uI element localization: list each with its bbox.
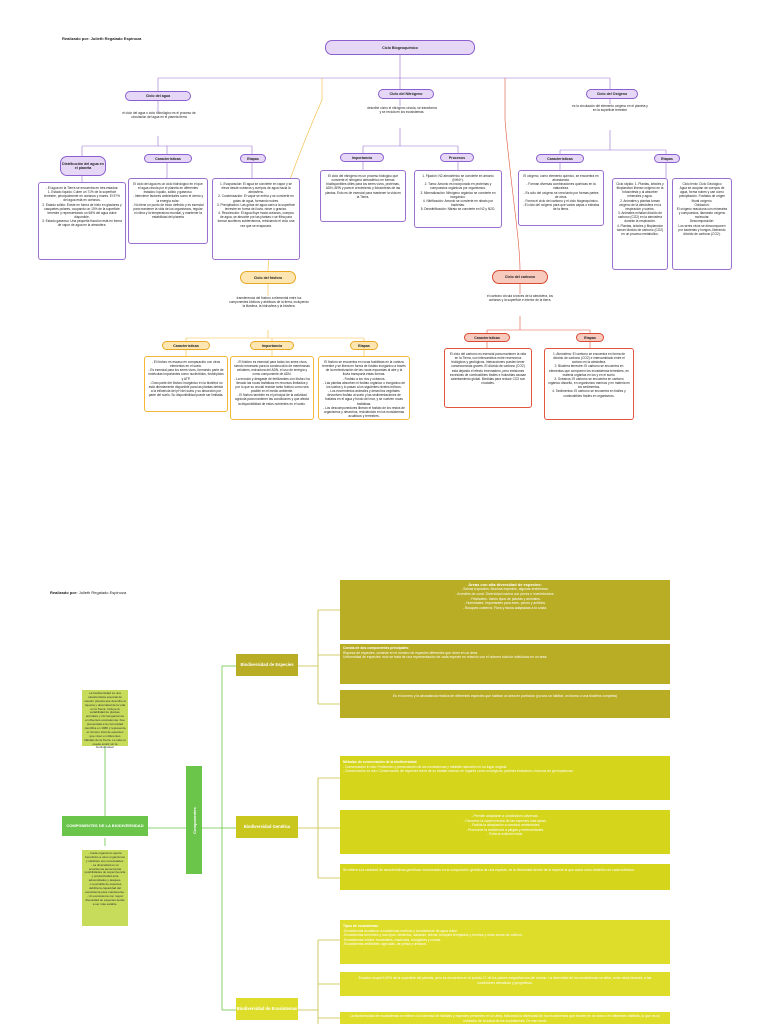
genetica-metodos-title: Métodos de conservación de la biodiversi… — [343, 760, 418, 764]
genetica-beneficio: - Promueve la resistencia a plagas y enf… — [465, 827, 545, 832]
agua-distribucion-text: - El agua en la Tierra se encuentra en t… — [38, 182, 126, 260]
fosforo-etapas-node: Etapas — [350, 341, 378, 350]
especies-definicion: Es el número y la abundancia relativa de… — [340, 690, 670, 718]
especies-areas-box: Áreas con alta diversidad de especies: -… — [340, 580, 670, 640]
author-credit: Realizado por: Julieth Regalado Espinoza — [62, 36, 142, 41]
biodiversity-intro: La biodiversidad es una característica e… — [82, 690, 128, 749]
carbono-etapas-node: Etapas — [576, 333, 604, 342]
ciclo-carbono-desc: el carbono circula a través de la atmósf… — [487, 294, 553, 303]
ciclo-agua-node: Ciclo del agua — [125, 91, 191, 101]
root-node: Ciclo Biogeoquímico — [325, 40, 475, 55]
ciclo-agua-desc: el ciclo del agua o ciclo hidrológico es… — [122, 111, 196, 120]
fosforo-caracteristicas-text: - El fósforo es escaso en comparación co… — [144, 356, 228, 412]
especies-areas-item: - Arrecifes de coral: Diversidad marina … — [455, 591, 555, 596]
oxigeno-caracteristicas-text: El oxígeno, como elemento químico, se en… — [518, 170, 604, 226]
page-2: Realizado por: Julieth Regalado Espinoza… — [0, 580, 768, 1024]
carbono-etapas-text: 1. Atmósfera: El carbono se encuentra en… — [544, 348, 634, 420]
ecosistemas-tipo: -Ecosistemas acuáticos: ecosistemas mari… — [343, 928, 458, 933]
oxigeno-etapa-rapido-text: Ciclo rápido: 1. Plantas, árboles y fito… — [612, 178, 668, 270]
page-1: Realizado por: Julieth Regalado Espinoza… — [0, 0, 768, 420]
especies-areas-title: Áreas con alta diversidad de especies: — [468, 582, 542, 587]
ecosistemas-definicion: La biodiversidad de ecosistemas se refie… — [340, 1012, 670, 1024]
ciclo-fosforo-desc: transferencia del fósforo a elemental en… — [229, 296, 309, 309]
oxigeno-etapas-node: Etapas — [654, 154, 680, 163]
author-credit-2: Realizado por: Julieth Regalado Espinoza — [50, 590, 210, 595]
genetica-definicion: Se refiere a la variedad de característi… — [340, 864, 670, 890]
especies-componentes-box: Consta de dos componentes principales: R… — [340, 644, 670, 684]
especies-areas-item: - Humedales: Importantes para aves, pece… — [464, 601, 546, 606]
nitrogeno-procesos-text: 1. Fijación: N2 atmosférico se convierte… — [414, 170, 502, 228]
especies-componentes-title: Consta de dos componentes principales: — [343, 646, 410, 650]
nitrogeno-importancia-text: El ciclo del nitrógeno es un proceso bio… — [320, 170, 406, 222]
carbono-caracteristicas-node: Características — [464, 333, 510, 342]
ciclo-oxigeno-desc: es la circulación del elemento oxígeno e… — [572, 104, 648, 113]
components-bar: Componentes — [186, 766, 202, 874]
genetica-beneficio: - Facilita la adaptación a cambios ambie… — [469, 823, 541, 828]
ecosistemas-tipo: -Ecosistemas terrestres y sus tipos: des… — [343, 933, 523, 938]
author-label: Realizado por: — [50, 590, 78, 595]
ecosistemas-tipos-box: Tipos de ecosistemas -Ecosistemas acuáti… — [340, 920, 670, 964]
oxigeno-etapa-lento-text: Ciclo lento: Ciclo Geológico Agua se aco… — [672, 178, 732, 270]
especies-areas-item: - Bosques costeros: Flora y fauna adapta… — [463, 605, 547, 610]
nitrogeno-procesos-node: Procesos — [440, 153, 474, 162]
agua-caracteristicas-node: Características — [144, 154, 192, 163]
especies-riqueza: Riqueza de especies: consiste en el núme… — [343, 650, 478, 655]
ciclo-nitrogeno-node: Ciclo del Nitrógeno — [378, 89, 434, 99]
fosforo-importancia-text: - El fósforo es esencial para todos los … — [230, 356, 314, 420]
especies-areas-item: - Selvas tropicales: Muchas especies, al… — [461, 587, 549, 592]
agua-etapas-node: Etapas — [240, 154, 266, 163]
main-topic: COMPONENTES DE LA BIODIVERSIDAD — [62, 816, 148, 836]
ciclo-nitrogeno-desc: describe cómo el nitrógeno circula, se t… — [367, 106, 437, 115]
ecosistemas-tipo: -Ecosistemas artificiales: agrícolas, de… — [343, 942, 427, 947]
fosforo-etapas-text: El fósforo se encuentra en rocas fosfáti… — [318, 356, 410, 420]
ciclo-fosforo-node: Ciclo del fósforo — [240, 271, 296, 284]
genetica-in-situ: - Conservación in situ: Protección y pre… — [343, 764, 508, 769]
especies-areas-item: - Pastizales: Varios tipos de plantas y … — [469, 596, 541, 601]
genetica-beneficio: - Favorece la supervivencia de las espec… — [463, 818, 547, 823]
genetica-beneficio: - Evita la extinción total. — [487, 832, 523, 837]
genetica-ex-situ: - Conservación ex situ: Conservación de … — [343, 769, 574, 774]
genetica-label: Biodiversidad Genética — [236, 816, 298, 838]
ecosistemas-label: Biodiversidad de Ecosistemas — [236, 998, 298, 1020]
ciclo-carbono-node: Ciclo del carbono — [492, 270, 548, 284]
fosforo-importancia-node: Importancia — [250, 341, 294, 350]
ecosistemas-ecuador: Ecuador ocupa 0.02% de la superficie del… — [340, 972, 670, 996]
components-label: Componentes — [191, 806, 197, 834]
especies-uniformidad: Uniformidad de especies: esto se trata d… — [343, 655, 548, 660]
carbono-caracteristicas-text: El ciclo del carbono es esencial para ma… — [444, 348, 532, 408]
biodiversity-importance: - Cada organismo aporta beneficios a otr… — [82, 850, 128, 926]
fosforo-caracteristicas-node: Características — [162, 341, 210, 350]
nitrogeno-importancia-node: Importancia — [340, 153, 384, 162]
ecosistemas-tipos-title: Tipos de ecosistemas — [343, 924, 379, 928]
oxigeno-caracteristicas-node: Características — [536, 154, 584, 163]
especies-label: Biodiversidad de Especies — [236, 654, 298, 676]
ecosistemas-tipo: -Ecosistemas mixtos: humedales, marismas… — [343, 937, 442, 942]
agua-distribucion-node: Distribución del agua en el planeta — [60, 156, 106, 176]
genetica-beneficio: - Permite adaptarse a condiciones advers… — [471, 814, 539, 818]
genetica-metodos-box: Métodos de conservación de la biodiversi… — [340, 756, 670, 800]
genetica-beneficios-box: - Permite adaptarse a condiciones advers… — [340, 810, 670, 854]
ciclo-oxigeno-node: Ciclo del Oxígeno — [586, 89, 638, 99]
agua-caracteristicas-text: El ciclo del agua es un ciclo hidrológic… — [128, 178, 208, 244]
agua-etapas-text: 1. Evaporación: El agua se convierte en … — [212, 178, 300, 260]
author-name: Julieth Regalado Espinoza — [78, 590, 127, 595]
